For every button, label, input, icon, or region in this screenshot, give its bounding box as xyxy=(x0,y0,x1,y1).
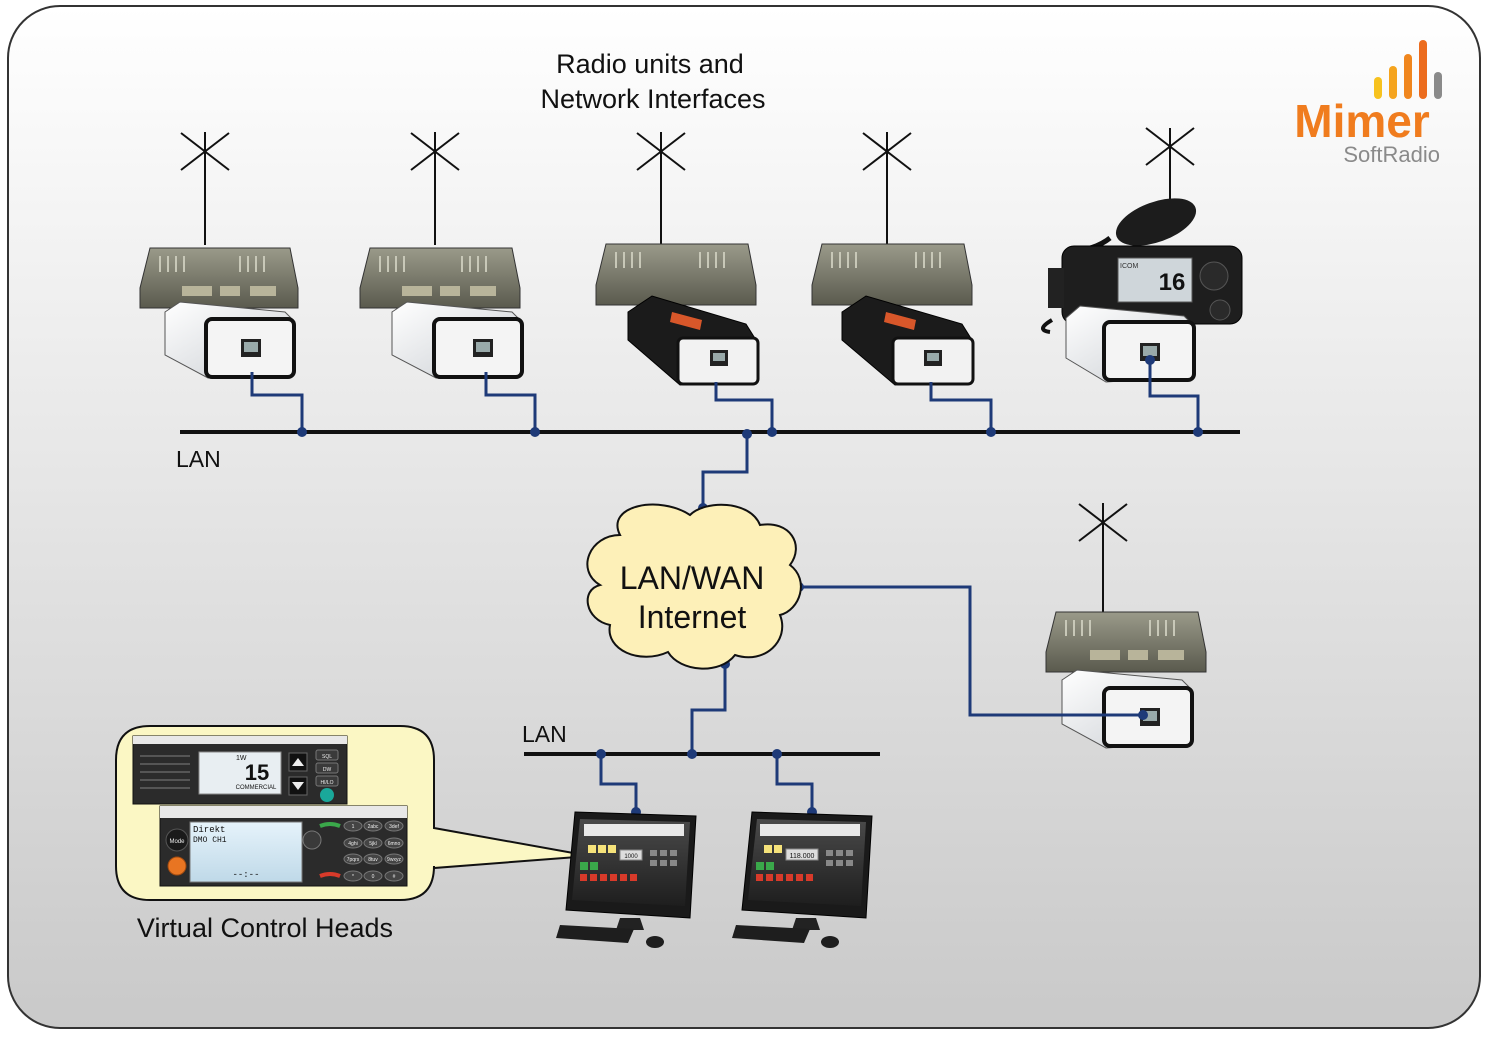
workstation-2: 118.000 xyxy=(732,811,873,948)
antenna-icon xyxy=(1145,127,1195,200)
vch1-mode: COMMERCIAL xyxy=(236,785,277,791)
hilo-button-label: HI/LO xyxy=(320,780,333,786)
logo-brand: Mimer xyxy=(1294,95,1430,147)
title-line-1: Radio units and xyxy=(556,49,744,79)
antenna-icon xyxy=(636,132,686,245)
mouse-icon xyxy=(646,936,664,948)
logo-product: SoftRadio xyxy=(1343,142,1440,167)
antenna-icon xyxy=(862,132,912,245)
cloud-label-line-1: LAN/WAN xyxy=(620,560,765,596)
sql-button-label: SQL xyxy=(322,754,332,760)
radio-unit-3 xyxy=(595,243,760,386)
key-hash-label: # xyxy=(393,874,396,880)
key-hash[interactable] xyxy=(384,870,404,882)
cloud-label-line-2: Internet xyxy=(638,599,747,635)
mode-knob-label: Mode xyxy=(169,839,185,845)
sql-button[interactable] xyxy=(315,749,339,761)
radio-unit-5-icom: ICOM 16 xyxy=(1041,198,1243,383)
mouse-icon xyxy=(821,936,839,948)
workstation-1-display: 1000 xyxy=(624,854,638,860)
key-5-label: 5jkl xyxy=(369,841,377,847)
key-7-label: 7pqrs xyxy=(347,857,360,863)
key-6-label: 6mno xyxy=(388,841,401,847)
antennas xyxy=(180,127,1195,612)
signal-bars-icon xyxy=(1374,40,1442,99)
mode-knob[interactable] xyxy=(165,828,189,852)
antenna-icon xyxy=(410,132,460,245)
radio-unit-1 xyxy=(139,247,299,379)
dw-button[interactable] xyxy=(315,762,339,774)
key-8[interactable] xyxy=(363,853,383,865)
keypad: 1 2abc 3def 4ghi 5jkl 6mno 7pqrs 8tuv 9w… xyxy=(343,820,404,882)
antenna-icon xyxy=(180,132,230,245)
radio-unit-4 xyxy=(811,243,975,386)
icom-brand: ICOM xyxy=(1120,263,1138,270)
lan-label-bottom: LAN xyxy=(522,721,567,747)
key-1-label: 1 xyxy=(352,824,355,830)
key-3[interactable] xyxy=(384,820,404,832)
workstation-1: 1000 xyxy=(556,811,697,948)
hangup-icon xyxy=(319,872,341,878)
key-6[interactable] xyxy=(384,837,404,849)
key-star-label: * xyxy=(352,874,354,880)
vch-caption: Virtual Control Heads xyxy=(137,913,393,943)
cloud-shape xyxy=(586,503,802,670)
vch2-line-2: DMO CH1 xyxy=(193,836,227,845)
icom-channel: 16 xyxy=(1159,269,1186,296)
radio-unit-6 xyxy=(1045,611,1207,749)
vch1-channel: 15 xyxy=(245,760,269,785)
keyboard-icon xyxy=(556,925,634,943)
key-7[interactable] xyxy=(343,853,363,865)
vch2-line-1: Direkt xyxy=(193,825,225,835)
key-star[interactable] xyxy=(343,870,363,882)
connection-lines xyxy=(250,360,1200,812)
workstation-2-display: 118.000 xyxy=(790,853,815,860)
key-8-label: 8tuv xyxy=(368,857,378,863)
key-9[interactable] xyxy=(384,853,404,865)
key-1[interactable] xyxy=(343,820,363,832)
key-0-label: 0 xyxy=(372,874,375,880)
radio-unit-2 xyxy=(359,247,524,379)
vch1-power: 1W xyxy=(236,755,247,762)
key-4[interactable] xyxy=(343,837,363,849)
key-2-label: 2abc xyxy=(368,824,379,830)
nav-pad[interactable] xyxy=(302,830,322,850)
key-4-label: 4ghi xyxy=(348,841,357,847)
virtual-control-head-2: Mode Direkt DMO CH1 --:-- 1 2abc 3def 4g… xyxy=(159,805,408,887)
key-9-label: 9wxyz xyxy=(387,857,401,863)
key-5[interactable] xyxy=(363,837,383,849)
triangle-down-icon xyxy=(292,782,304,790)
ptt-button[interactable] xyxy=(320,788,334,802)
key-2[interactable] xyxy=(363,820,383,832)
virtual-control-head-1: 1W 15 COMMERCIAL SQL DW HI/LO xyxy=(132,735,348,805)
emergency-button[interactable] xyxy=(167,856,187,876)
call-icon xyxy=(319,822,341,828)
title-line-2: Network Interfaces xyxy=(540,84,765,114)
lan-label-top: LAN xyxy=(176,446,221,472)
key-3-label: 3def xyxy=(389,824,399,830)
dw-button-label: DW xyxy=(323,767,332,773)
triangle-up-icon xyxy=(292,758,304,766)
antenna-icon xyxy=(1078,503,1128,612)
hilo-button[interactable] xyxy=(315,775,339,787)
key-0[interactable] xyxy=(363,870,383,882)
vch2-status: --:-- xyxy=(232,870,259,880)
mimer-logo: Mimer SoftRadio xyxy=(1294,40,1442,167)
keyboard-icon xyxy=(732,925,810,943)
